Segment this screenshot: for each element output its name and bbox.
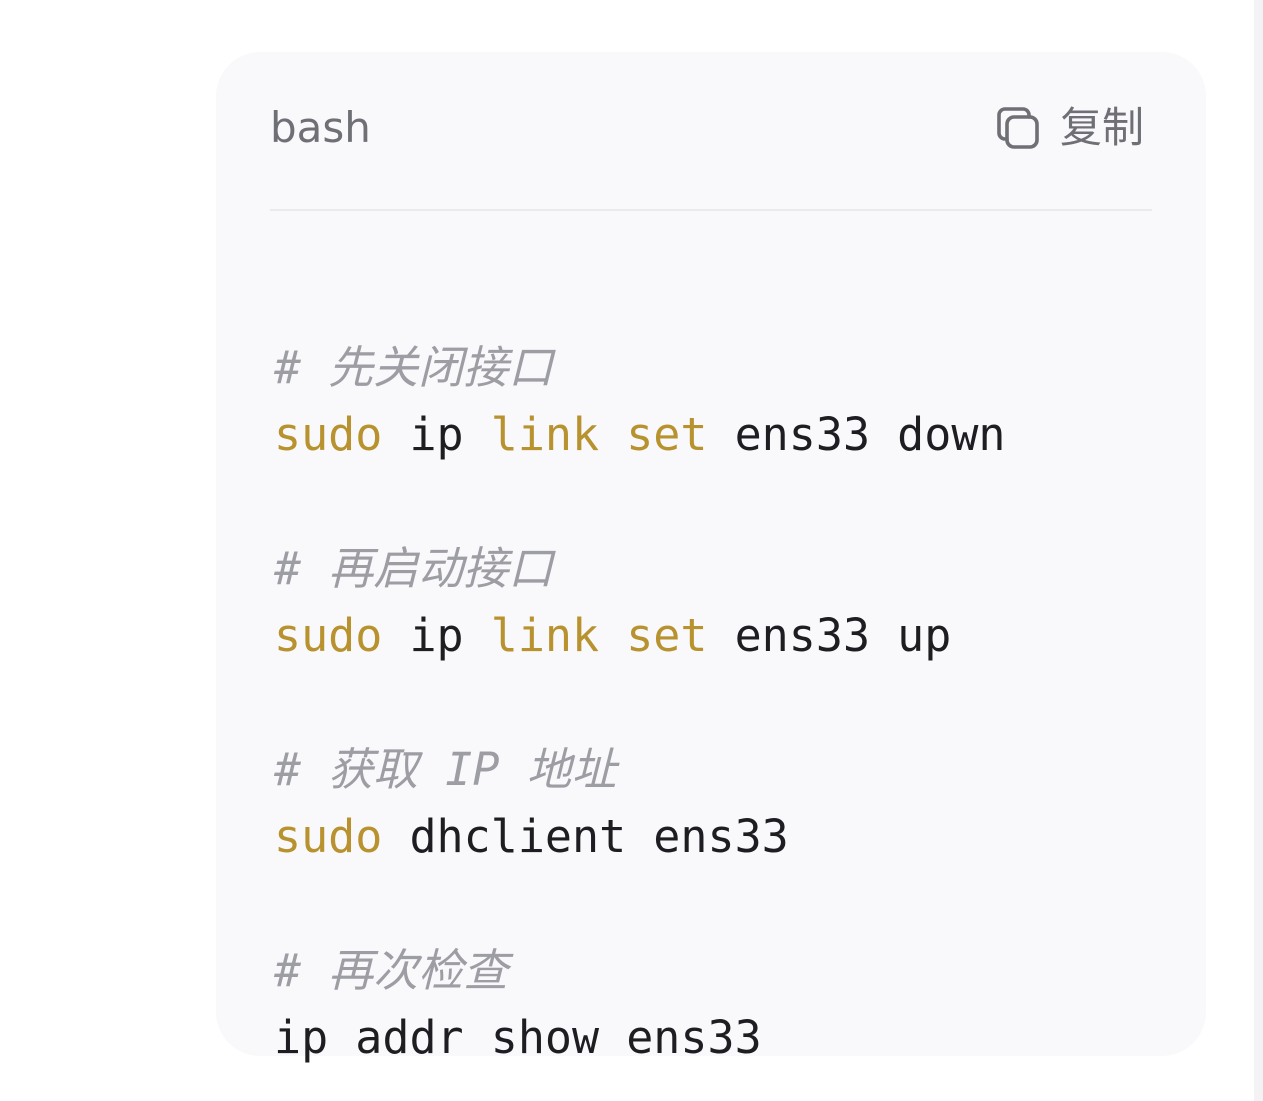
window-edge <box>1254 0 1263 1101</box>
code-line: sudo ip link set ens33 up <box>274 602 1006 669</box>
code-token-kw: link <box>490 609 600 662</box>
code-token-plain: dhclient ens33 <box>382 810 789 863</box>
code-content[interactable]: # 先关闭接口 sudo ip link set ens33 down # 再启动… <box>274 267 1006 1071</box>
code-line-blank <box>274 870 1006 937</box>
copy-button[interactable]: 复制 <box>994 102 1144 154</box>
code-line: # 获取 IP 地址 <box>274 736 1006 803</box>
code-line: # 先关闭接口 <box>274 334 1006 401</box>
code-line: ip addr show ens33 <box>274 1004 1006 1071</box>
code-token-kw: sudo <box>274 609 383 662</box>
code-line-blank <box>274 267 1006 334</box>
code-token-kw: set <box>626 609 708 662</box>
code-block-header: bash 复制 <box>270 52 1152 211</box>
code-token-plain <box>599 609 626 662</box>
code-token-plain: ens33 down <box>707 408 1006 461</box>
code-line: # 再启动接口 <box>274 535 1006 602</box>
code-token-comment: # 获取 IP 地址 <box>274 743 617 796</box>
code-token-plain: ip <box>382 408 491 461</box>
code-token-plain <box>599 408 626 461</box>
code-token-kw: set <box>626 408 708 461</box>
copy-icon <box>997 107 1039 149</box>
code-token-kw: link <box>490 408 600 461</box>
code-line: sudo dhclient ens33 <box>274 803 1006 870</box>
code-token-comment: # 再启动接口 <box>274 542 554 595</box>
copy-label: 复制 <box>1059 103 1144 152</box>
code-token-kw: sudo <box>274 810 383 863</box>
code-token-plain: ip addr show ens33 <box>274 1011 762 1064</box>
code-token-kw: sudo <box>274 408 383 461</box>
code-line-blank <box>274 669 1006 736</box>
code-line-blank <box>274 468 1006 535</box>
code-line: # 再次检查 <box>274 937 1006 1004</box>
language-label: bash <box>270 103 371 152</box>
code-line: sudo ip link set ens33 down <box>274 401 1006 468</box>
code-token-plain: ens33 up <box>707 609 952 662</box>
code-token-plain: ip <box>382 609 491 662</box>
code-token-comment: # 再次检查 <box>274 944 509 997</box>
code-block: bash 复制 # 先关闭接口 sudo ip link set ens33 do… <box>216 52 1206 1064</box>
code-token-comment: # 先关闭接口 <box>274 341 554 394</box>
